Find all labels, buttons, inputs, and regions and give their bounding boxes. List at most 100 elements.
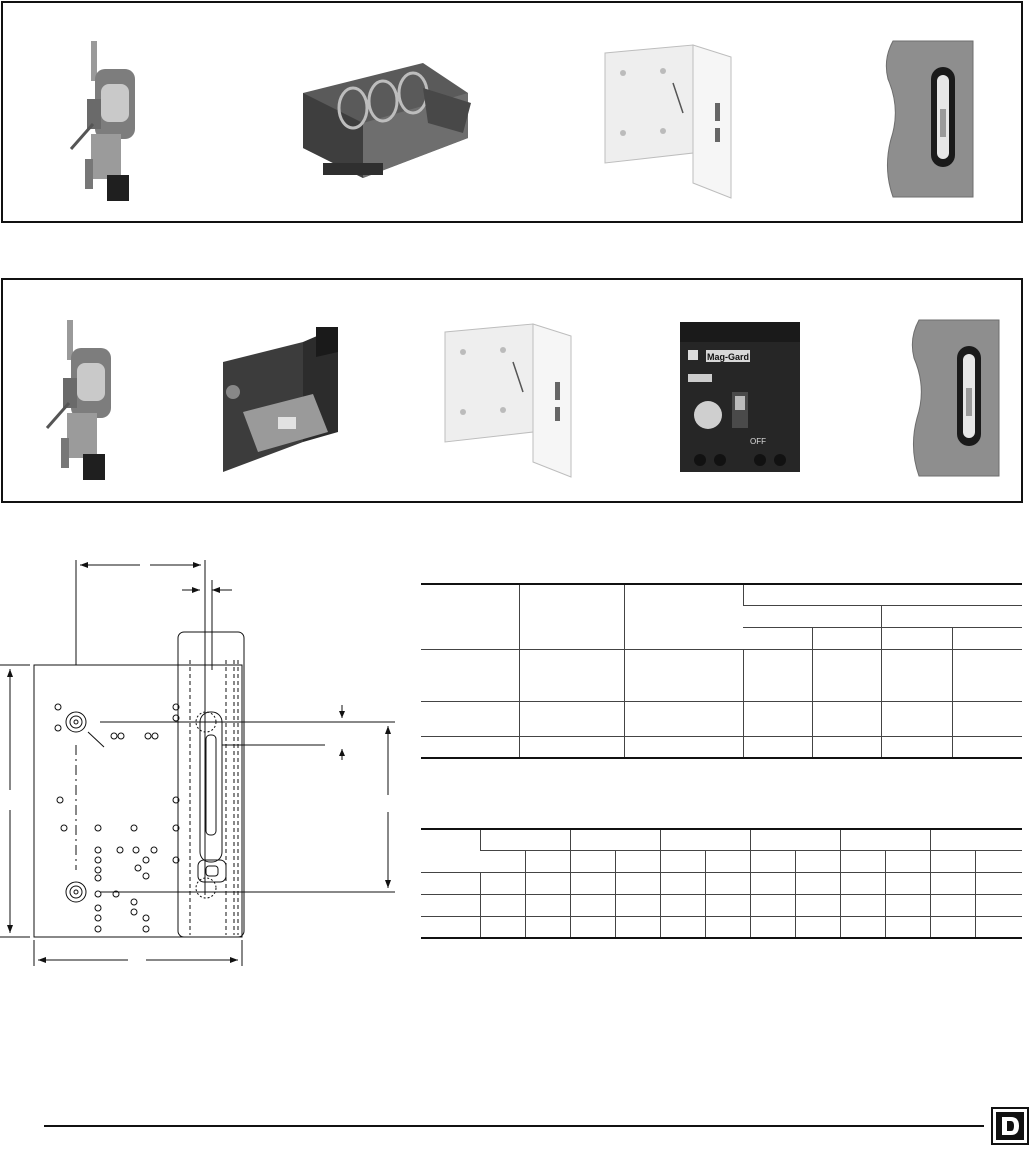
table2-header-cell bbox=[749, 828, 841, 851]
breaker-bracket-photo bbox=[223, 327, 338, 472]
table2-header-cell bbox=[975, 850, 1022, 873]
table2-cell bbox=[659, 872, 706, 895]
table1-header-cell bbox=[742, 583, 1022, 606]
table2-cell bbox=[885, 916, 931, 939]
breaker-brand-label: Mag-Gard bbox=[707, 352, 749, 362]
table2-header-cell bbox=[840, 850, 886, 873]
footer-rule bbox=[44, 1125, 984, 1127]
table2-header-cell bbox=[479, 828, 571, 851]
fuse-switch-photo bbox=[303, 63, 471, 178]
breaker-off-label: OFF bbox=[750, 437, 766, 446]
table1-cell bbox=[811, 701, 881, 737]
table2-header-cell bbox=[524, 850, 571, 873]
table2-header-cell bbox=[930, 850, 976, 873]
table2-cell bbox=[975, 916, 1022, 939]
table2-cell bbox=[421, 872, 481, 895]
table1-cell bbox=[518, 736, 624, 759]
table2-cell bbox=[524, 916, 571, 939]
table2-header-cell bbox=[421, 828, 481, 873]
table2-header-cell bbox=[659, 828, 751, 851]
table1-cell bbox=[421, 701, 519, 737]
operating-mechanism-photo bbox=[69, 41, 135, 201]
table2-cell bbox=[704, 872, 751, 895]
table1-cell bbox=[742, 649, 812, 702]
table2-cell bbox=[930, 872, 976, 895]
table2-cell bbox=[569, 872, 616, 895]
table2-header-cell bbox=[480, 850, 526, 873]
table1-cell bbox=[811, 736, 881, 759]
table2-header-cell bbox=[704, 850, 751, 873]
table2-header-cell bbox=[840, 828, 931, 851]
table2-cell bbox=[614, 894, 661, 917]
table1-cell bbox=[623, 701, 743, 737]
door-cover-photo bbox=[885, 40, 974, 198]
table2-cell bbox=[840, 916, 886, 939]
mounting-bracket-photo bbox=[444, 323, 572, 478]
table2-cell bbox=[749, 872, 796, 895]
bottom-product-panel: Mag-Gard OFF bbox=[1, 278, 1023, 503]
table1-cell bbox=[811, 649, 881, 702]
table2-cell bbox=[524, 894, 571, 917]
dimension-table-2 bbox=[421, 828, 1022, 939]
table2-header-cell bbox=[659, 850, 706, 873]
table2-cell bbox=[659, 916, 706, 939]
table2-cell bbox=[795, 872, 841, 895]
table2-header-cell bbox=[795, 850, 841, 873]
table2-cell bbox=[795, 894, 841, 917]
table1-cell bbox=[421, 736, 519, 759]
table2-header-cell bbox=[569, 828, 661, 851]
table1-cell bbox=[951, 649, 1022, 702]
table1-header-cell bbox=[518, 583, 624, 650]
table1-cell bbox=[518, 701, 624, 737]
table2-cell bbox=[749, 916, 796, 939]
table2-header-cell bbox=[614, 850, 661, 873]
table2-header-cell bbox=[930, 828, 1022, 851]
table1-header-cell bbox=[421, 583, 519, 650]
table2-cell bbox=[930, 894, 976, 917]
table1-cell bbox=[742, 736, 812, 759]
table1-header-cell bbox=[743, 605, 881, 628]
table2-cell bbox=[975, 894, 1022, 917]
dimension-table-1 bbox=[421, 583, 1022, 759]
table2-cell bbox=[975, 872, 1022, 895]
table1-cell bbox=[421, 649, 519, 702]
table2-cell bbox=[421, 916, 481, 939]
table1-header-cell bbox=[811, 627, 881, 650]
square-d-logo-icon bbox=[991, 1107, 1029, 1145]
table2-cell bbox=[885, 872, 931, 895]
table2-cell bbox=[479, 894, 526, 917]
table1-cell bbox=[951, 701, 1022, 737]
table1-header-cell bbox=[880, 627, 952, 650]
table1-header-cell bbox=[623, 583, 743, 650]
table2-cell bbox=[659, 894, 706, 917]
operating-mechanism-photo bbox=[45, 320, 111, 480]
table2-cell bbox=[704, 894, 751, 917]
table2-header-cell bbox=[749, 850, 796, 873]
table1-cell bbox=[880, 736, 952, 759]
circuit-breaker-photo: Mag-Gard OFF bbox=[680, 322, 800, 472]
table2-cell bbox=[569, 894, 616, 917]
table2-cell bbox=[930, 916, 976, 939]
table2-cell bbox=[614, 916, 661, 939]
mounting-dimension-drawing bbox=[0, 560, 395, 966]
table1-cell bbox=[742, 701, 812, 737]
table2-cell bbox=[840, 872, 886, 895]
table2-cell bbox=[795, 916, 841, 939]
table1-header-cell bbox=[951, 627, 1022, 650]
table2-cell bbox=[479, 916, 526, 939]
table1-cell bbox=[880, 701, 952, 737]
table2-cell bbox=[885, 894, 931, 917]
table2-cell bbox=[614, 872, 661, 895]
table2-cell bbox=[524, 872, 571, 895]
table1-cell bbox=[623, 736, 743, 759]
table2-cell bbox=[479, 872, 526, 895]
table1-cell bbox=[518, 649, 624, 702]
table2-cell bbox=[569, 916, 616, 939]
table1-header-cell bbox=[743, 627, 812, 650]
door-cover-photo bbox=[911, 319, 1000, 477]
table2-cell bbox=[749, 894, 796, 917]
table1-header-cell bbox=[880, 605, 1022, 628]
table2-header-cell bbox=[569, 850, 616, 873]
table2-header-cell bbox=[885, 850, 931, 873]
table1-cell bbox=[880, 649, 952, 702]
